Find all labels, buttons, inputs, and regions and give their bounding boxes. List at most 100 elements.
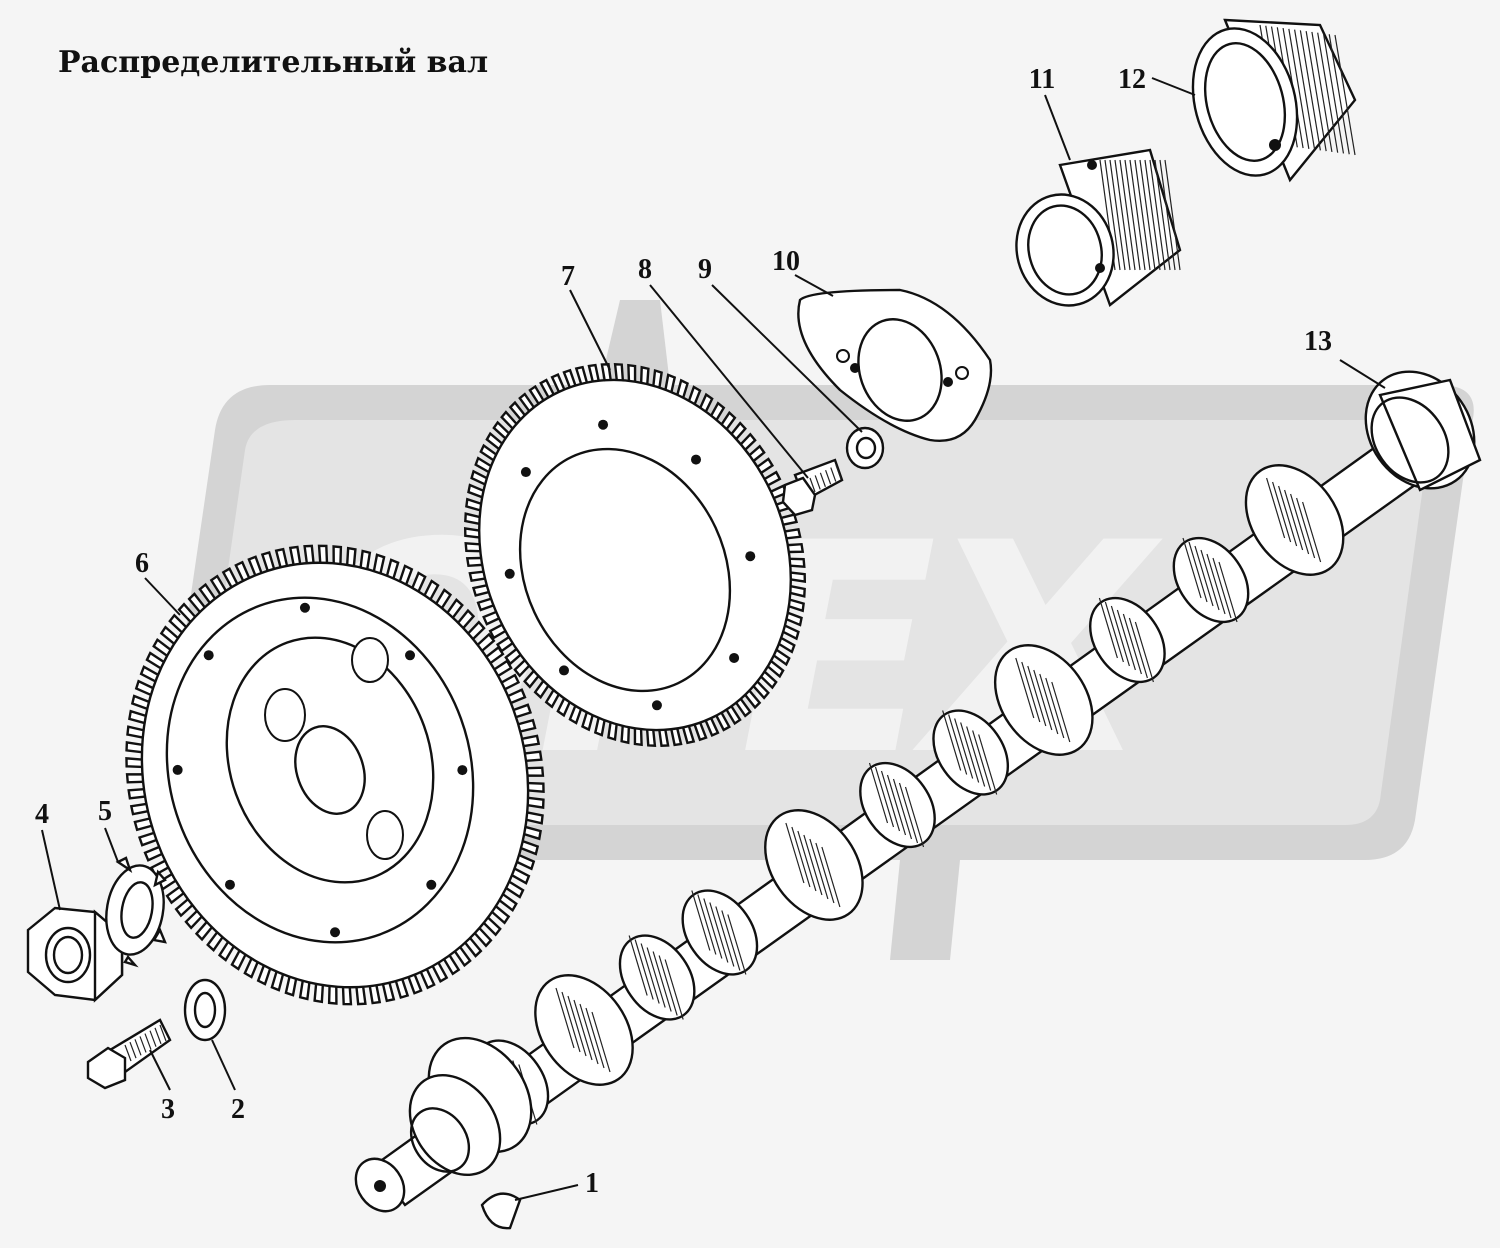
knurl-line: [1294, 29, 1316, 150]
knurl-line: [1305, 31, 1327, 152]
gear-tooth: [789, 557, 806, 568]
thread-line: [814, 475, 821, 490]
gear-tooth: [513, 703, 533, 719]
gear-tooth: [562, 368, 577, 388]
gear-tooth: [471, 584, 490, 597]
bolt-hole: [457, 765, 468, 776]
gear-tooth: [516, 853, 536, 871]
leader-7: [569, 289, 611, 371]
bushing-12: [1191, 18, 1357, 183]
gear-tooth: [274, 547, 289, 568]
callout-3: 3: [161, 1094, 175, 1125]
surface-hatch: [1284, 489, 1304, 551]
callout-10: 10: [772, 246, 800, 277]
gear-tooth: [780, 513, 799, 526]
leader-lines: [41, 77, 1386, 1201]
thread-line: [835, 464, 842, 480]
surface-hatch: [874, 766, 895, 828]
thread-line: [124, 1044, 132, 1062]
gear-tooth: [327, 985, 338, 1005]
surface-hatch: [1128, 617, 1148, 679]
surface-hatch: [942, 710, 962, 771]
gear-tooth: [544, 689, 560, 709]
surface-hatch: [1266, 477, 1286, 539]
gear-tooth: [550, 373, 566, 393]
knurl-line: [1134, 159, 1151, 271]
gear-tooth: [270, 971, 285, 992]
gear-tooth: [639, 365, 650, 385]
gear-tooth: [355, 986, 367, 1006]
callout-8: 8: [638, 254, 652, 285]
gear-tooth: [230, 950, 247, 971]
surface-hatch: [948, 714, 968, 775]
thread-line: [149, 1030, 157, 1047]
gear-tooth: [476, 632, 496, 652]
knurl-line: [1311, 31, 1333, 153]
callout-5: 5: [98, 796, 112, 827]
callout-6: 6: [135, 548, 149, 579]
gear-tooth: [463, 526, 480, 539]
gear-tooth: [488, 623, 507, 640]
gear-tooth: [133, 817, 153, 832]
gear-tooth: [521, 734, 541, 748]
gear-tooth: [627, 363, 637, 382]
surface-hatch: [1098, 597, 1118, 659]
gear-tooth: [491, 905, 511, 925]
leader-2: [211, 1039, 236, 1091]
surface-hatch: [1027, 665, 1047, 727]
gear-tooth: [125, 757, 143, 769]
gear-tooth: [206, 931, 224, 952]
knurl-line: [1114, 159, 1131, 271]
leader-3: [149, 1049, 171, 1091]
bolt-hole: [203, 650, 214, 661]
callout-9: 9: [698, 254, 712, 285]
gear-tooth: [782, 624, 800, 641]
knurl-line: [1124, 159, 1141, 271]
gear-tooth: [681, 725, 696, 745]
gear-tooth: [500, 673, 521, 691]
gear-tooth: [607, 722, 618, 742]
surface-hatch: [573, 999, 593, 1061]
bushing-11: [1015, 148, 1182, 307]
surface-hatch: [1122, 613, 1142, 675]
gear-tooth: [508, 400, 526, 421]
bolt-3: [86, 1018, 172, 1090]
gear-tooth: [125, 741, 143, 754]
gear-tooth: [526, 811, 544, 825]
thread-line: [139, 1036, 147, 1053]
gear-tooth: [372, 553, 386, 574]
callout-13: 13: [1304, 326, 1332, 357]
gear-tooth: [760, 670, 778, 690]
gear-tooth: [710, 401, 726, 421]
surface-hatch: [561, 991, 581, 1053]
surface-hatch: [803, 834, 823, 896]
leader-13: [1339, 359, 1386, 389]
gear-tooth: [234, 560, 251, 582]
gear-tooth: [470, 469, 488, 486]
gear-tooth: [464, 512, 480, 525]
thrust-flange: [797, 288, 993, 442]
thread-line: [809, 477, 816, 493]
gear-tooth: [482, 610, 500, 626]
gear-tooth: [411, 571, 427, 593]
gear-tooth: [687, 385, 702, 405]
gear-tooth: [465, 556, 483, 568]
gear-tooth: [511, 867, 531, 885]
surface-hatch: [1033, 669, 1053, 731]
gear-tooth: [528, 384, 545, 405]
gear-tooth: [739, 432, 757, 451]
gear-tooth: [143, 845, 163, 862]
surface-hatch: [1116, 609, 1136, 671]
gear-tooth: [756, 457, 775, 474]
gear-tooth: [523, 670, 540, 689]
woodruff-key: [480, 1192, 522, 1230]
surface-hatch: [1182, 537, 1202, 599]
knurl-line: [1288, 28, 1310, 149]
knurl-line: [1299, 30, 1321, 151]
leader-9: [711, 284, 863, 433]
gear-tooth: [482, 916, 502, 937]
gear-tooth: [129, 802, 149, 816]
thread-line: [830, 467, 837, 482]
surface-hatch: [1110, 605, 1130, 667]
